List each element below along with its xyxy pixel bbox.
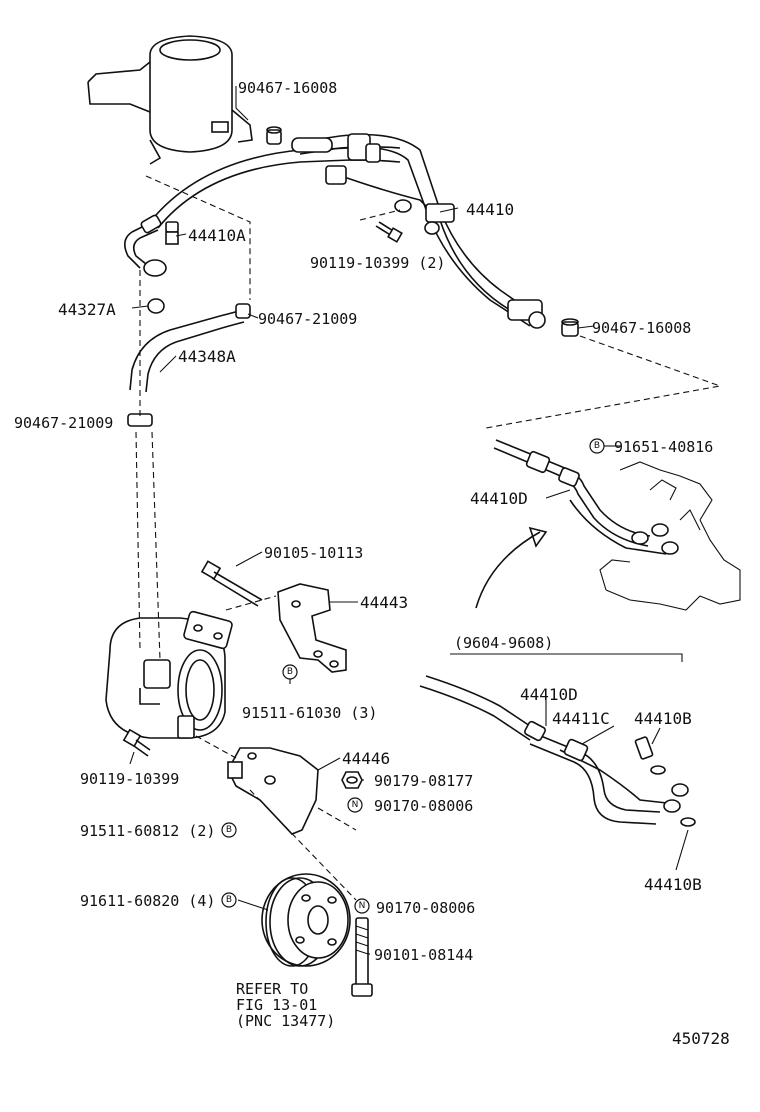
marker-n-90170-b: N bbox=[354, 898, 370, 914]
diagram-number: 450728 bbox=[672, 1029, 730, 1048]
bolt-90119-10399-lower bbox=[122, 728, 151, 757]
bolt-90105-10113 bbox=[200, 560, 263, 607]
marker-b-91511-61030: B bbox=[282, 664, 298, 680]
reservoir-tank bbox=[87, 35, 253, 165]
svg-text:B: B bbox=[287, 667, 293, 677]
label-44410A: 44410A bbox=[188, 226, 246, 245]
svg-text:B: B bbox=[594, 441, 600, 451]
bolt-90119-10399-upper bbox=[375, 221, 403, 243]
label-44410: 44410 bbox=[466, 200, 514, 219]
label-44446: 44446 bbox=[342, 749, 390, 768]
label-44410D-b: 44410D bbox=[520, 685, 578, 704]
refer-to-line-3: (PNC 13477) bbox=[236, 1012, 335, 1030]
dashed-guide-lines bbox=[135, 175, 723, 901]
label-91511-60812-2: 91511-60812 (2) bbox=[80, 822, 215, 840]
label-90170-08006-b: 90170-08006 bbox=[376, 899, 475, 917]
pulley bbox=[261, 873, 351, 967]
marker-b-91651: B bbox=[589, 438, 605, 454]
refer-to-line-1: REFER TO bbox=[236, 980, 308, 998]
svg-text:B: B bbox=[226, 825, 232, 835]
label-90467-16008-top: 90467-16008 bbox=[238, 79, 337, 97]
label-44410B-b: 44410B bbox=[644, 875, 702, 894]
hose-assembly-44410 bbox=[149, 133, 546, 329]
pipe-44410A bbox=[124, 214, 179, 277]
label-90170-08006-a: 90170-08006 bbox=[374, 797, 473, 815]
marker-b-91511-60812: B bbox=[221, 822, 237, 838]
label-44327A: 44327A bbox=[58, 300, 116, 319]
inset-engine-routing bbox=[475, 439, 741, 611]
label-44410B-a: 44410B bbox=[634, 709, 692, 728]
nut-90179-08177 bbox=[341, 771, 363, 789]
label-90101-08144: 90101-08144 bbox=[374, 946, 473, 964]
label-91611-60820-4: 91611-60820 (4) bbox=[80, 892, 215, 910]
inset-9604-9608 bbox=[419, 653, 696, 827]
label-44443: 44443 bbox=[360, 593, 408, 612]
marker-b-91611-60820: B bbox=[221, 892, 237, 908]
bracket-44446 bbox=[227, 747, 319, 835]
svg-text:B: B bbox=[226, 895, 232, 905]
refer-to-line-2: FIG 13-01 bbox=[236, 996, 317, 1014]
marker-n-90170-a: N bbox=[347, 797, 363, 813]
power-steering-pump bbox=[105, 610, 233, 739]
label-90119-10399-2: 90119-10399 (2) bbox=[310, 254, 445, 272]
clamp-90467-16008-top bbox=[266, 126, 282, 145]
bracket-44443 bbox=[277, 583, 347, 673]
label-91651-40816: 91651-40816 bbox=[614, 438, 713, 456]
label-44348A: 44348A bbox=[178, 347, 236, 366]
clamp-90467-16008-lower bbox=[561, 318, 579, 337]
label-90467-16008-b: 90467-16008 bbox=[592, 319, 691, 337]
bolt-90101-08144 bbox=[351, 917, 373, 997]
label-90467-21009-b: 90467-21009 bbox=[14, 414, 113, 432]
label-90179-08177: 90179-08177 bbox=[374, 772, 473, 790]
svg-text:N: N bbox=[352, 800, 359, 810]
label-90119-10399: 90119-10399 bbox=[80, 770, 179, 788]
label-90467-21009-a: 90467-21009 bbox=[258, 310, 357, 328]
label-90105-10113: 90105-10113 bbox=[264, 544, 363, 562]
label-44410D-a: 44410D bbox=[470, 489, 528, 508]
label-44411C: 44411C bbox=[552, 709, 610, 728]
leader-lines bbox=[127, 86, 689, 955]
label-9604-9608: (9604-9608) bbox=[454, 634, 553, 652]
hose-44348A bbox=[127, 298, 251, 427]
svg-text:N: N bbox=[359, 901, 366, 911]
label-91511-61030-3: 91511-61030 (3) bbox=[242, 704, 377, 722]
